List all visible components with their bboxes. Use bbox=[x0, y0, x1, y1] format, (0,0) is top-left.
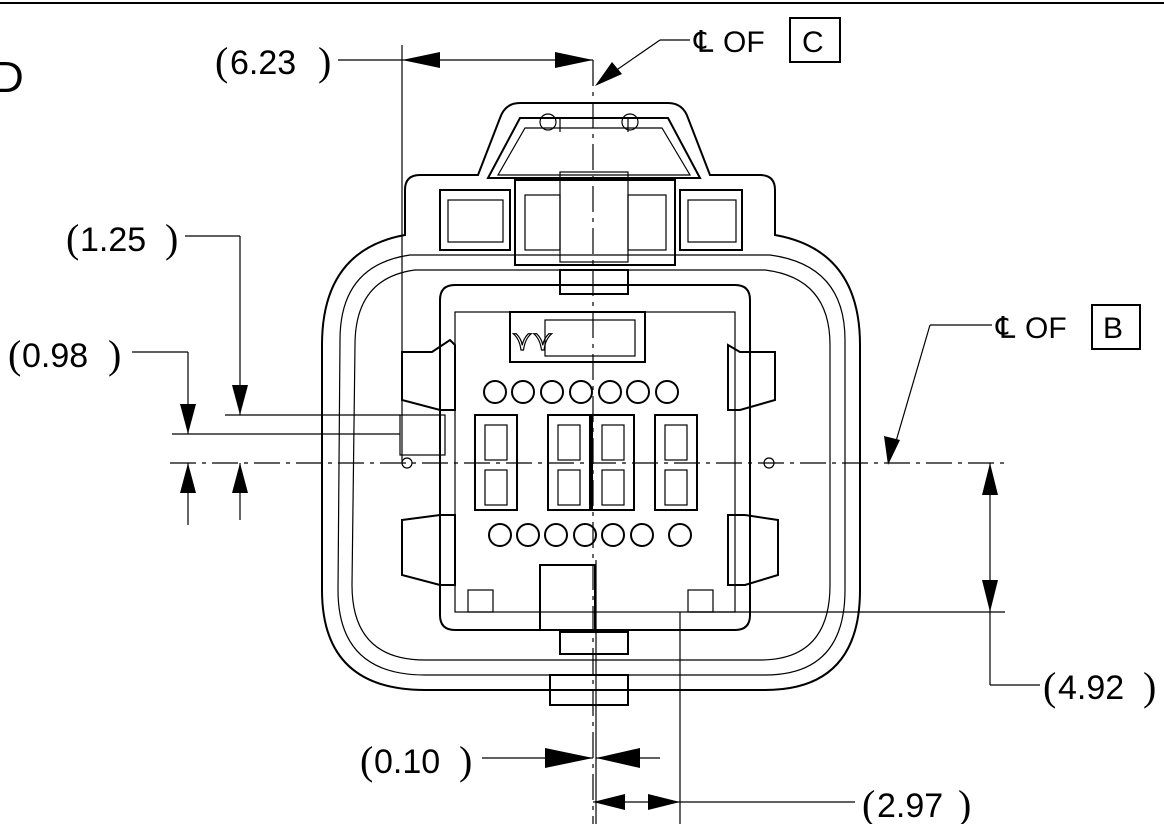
svg-text:℄: ℄ bbox=[995, 312, 1016, 345]
svg-text:℄: ℄ bbox=[693, 26, 714, 59]
svg-text:⋎⋎: ⋎⋎ bbox=[512, 325, 553, 356]
dim-2-97-value: 2.97 bbox=[877, 787, 943, 824]
dim-6-23-value: 6.23 bbox=[230, 44, 296, 82]
dim-1-25-value: 1.25 bbox=[80, 221, 146, 259]
svg-text:): ) bbox=[958, 782, 971, 824]
dimension-1-25: ( 1.25 ) bbox=[66, 216, 400, 520]
top-pin-row bbox=[483, 380, 679, 404]
svg-text:): ) bbox=[459, 738, 472, 783]
centerline-callout-c: ℄ OF C bbox=[595, 17, 841, 86]
datum-b-label: B bbox=[1103, 312, 1123, 345]
svg-text:(: ( bbox=[215, 39, 228, 84]
centerline-callout-b: ℄ OF B bbox=[884, 304, 1141, 465]
svg-text:): ) bbox=[1143, 664, 1156, 709]
svg-text:(: ( bbox=[1043, 664, 1056, 709]
dim-4-92-value: 4.92 bbox=[1058, 669, 1124, 707]
dimension-0-10: ( 0.10 ) bbox=[360, 560, 660, 824]
corner-letter: D bbox=[0, 53, 24, 102]
svg-text:(: ( bbox=[360, 738, 373, 783]
svg-text:): ) bbox=[108, 332, 121, 377]
datum-c-label: C bbox=[802, 26, 824, 59]
dimension-4-92: ( 4.92 ) bbox=[690, 463, 1156, 709]
dim-0-98-value: 0.98 bbox=[22, 337, 88, 375]
dimension-6-23: ( 6.23 ) bbox=[215, 39, 593, 463]
svg-text:(: ( bbox=[8, 332, 21, 377]
bottom-pin-row bbox=[488, 523, 692, 547]
svg-text:OF: OF bbox=[723, 26, 765, 59]
dimension-0-98: ( 0.98 ) bbox=[8, 332, 400, 525]
svg-text:(: ( bbox=[862, 782, 875, 824]
svg-text:): ) bbox=[165, 216, 178, 261]
svg-text:(: ( bbox=[66, 216, 79, 261]
dim-0-10-value: 0.10 bbox=[374, 743, 440, 781]
svg-text:OF: OF bbox=[1025, 312, 1067, 345]
svg-text:): ) bbox=[318, 39, 331, 84]
connector-body: ⋎⋎ bbox=[321, 102, 861, 706]
dimension-2-97: ( 2.97 ) bbox=[593, 612, 971, 824]
